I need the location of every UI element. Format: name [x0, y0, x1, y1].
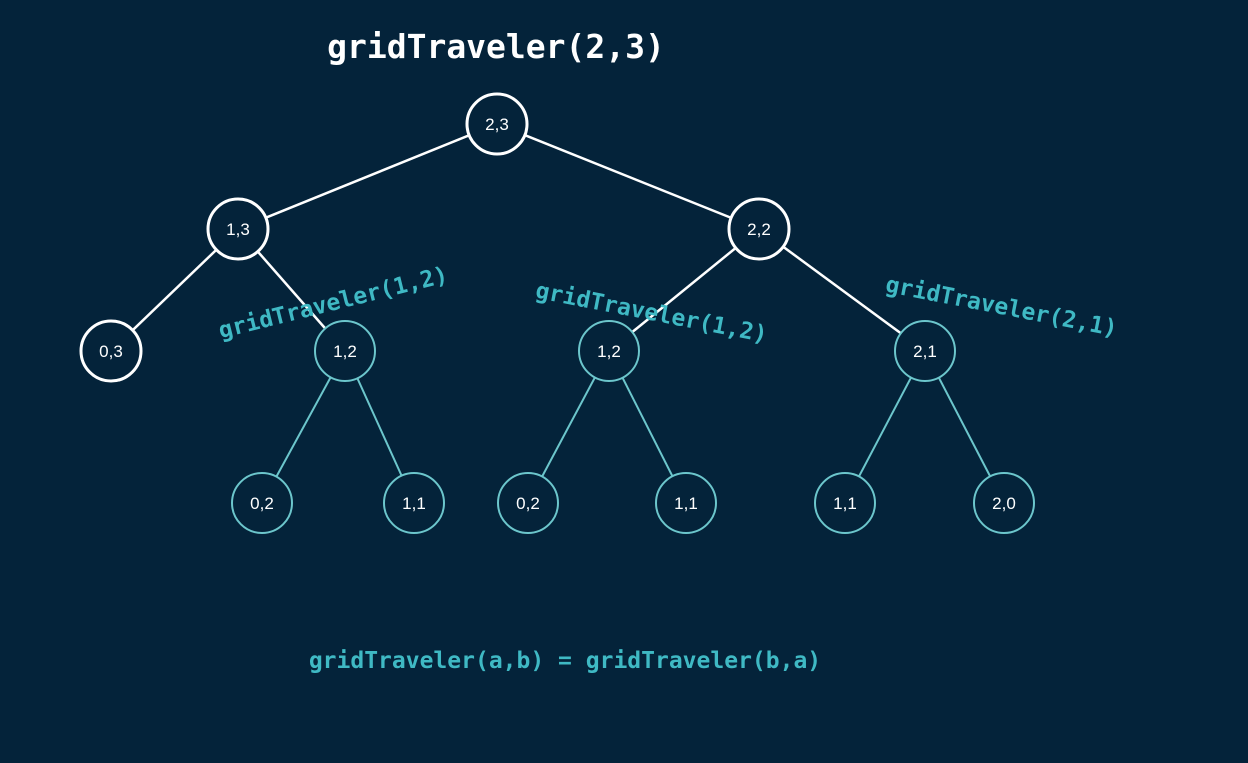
node-circle: [383, 472, 445, 534]
tree-edge: [496, 122, 760, 231]
tree-node: 0,2: [497, 472, 559, 534]
nodes-layer: 2,3 1,3 2,2 0,3 1,2 1,2 2,1 0,2 1,1 0,2 1,1 1,1 2,0: [79, 92, 1035, 534]
node-label: 2,3: [485, 115, 509, 134]
node-circle: [206, 197, 270, 261]
tree-node: 2,2: [727, 197, 791, 261]
node-circle: [465, 92, 529, 156]
tree-node: 1,3: [206, 197, 270, 261]
node-label: 1,1: [833, 494, 857, 513]
node-label: 1,2: [597, 342, 621, 361]
tree-node: 0,3: [79, 319, 143, 383]
node-circle: [79, 319, 143, 383]
node-circle: [578, 320, 640, 382]
tree-edge: [758, 227, 926, 353]
tree-node: 1,1: [814, 472, 876, 534]
tree-edge: [608, 228, 760, 352]
node-label: 1,2: [333, 342, 357, 361]
tree-node: 1,1: [383, 472, 445, 534]
node-label: 2,2: [747, 220, 771, 239]
node-label: 1,1: [674, 494, 698, 513]
tree-node: 1,2: [578, 320, 640, 382]
tree-edge: [237, 122, 498, 231]
node-circle: [497, 472, 559, 534]
node-circle: [973, 472, 1035, 534]
tree-node: 2,0: [973, 472, 1035, 534]
node-label: 2,1: [913, 342, 937, 361]
node-label: 1,1: [402, 494, 426, 513]
tree-node: 1,1: [655, 472, 717, 534]
tree-node: 2,3: [465, 92, 529, 156]
node-circle: [894, 320, 956, 382]
node-label: 1,3: [226, 220, 250, 239]
tree-node: 0,2: [231, 472, 293, 534]
tree-node: 2,1: [894, 320, 956, 382]
node-circle: [655, 472, 717, 534]
node-circle: [314, 320, 376, 382]
node-circle: [231, 472, 293, 534]
node-label: 2,0: [992, 494, 1016, 513]
annotation-middle: gridTraveler(1,2): [533, 278, 769, 348]
node-label: 0,2: [516, 494, 540, 513]
tree-node: 1,2: [314, 320, 376, 382]
symmetry-formula: gridTraveler(a,b) = gridTraveler(b,a): [309, 648, 821, 674]
node-circle: [727, 197, 791, 261]
node-label: 0,2: [250, 494, 274, 513]
diagram-title: gridTraveler(2,3): [327, 27, 665, 66]
node-label: 0,3: [99, 342, 123, 361]
node-circle: [814, 472, 876, 534]
